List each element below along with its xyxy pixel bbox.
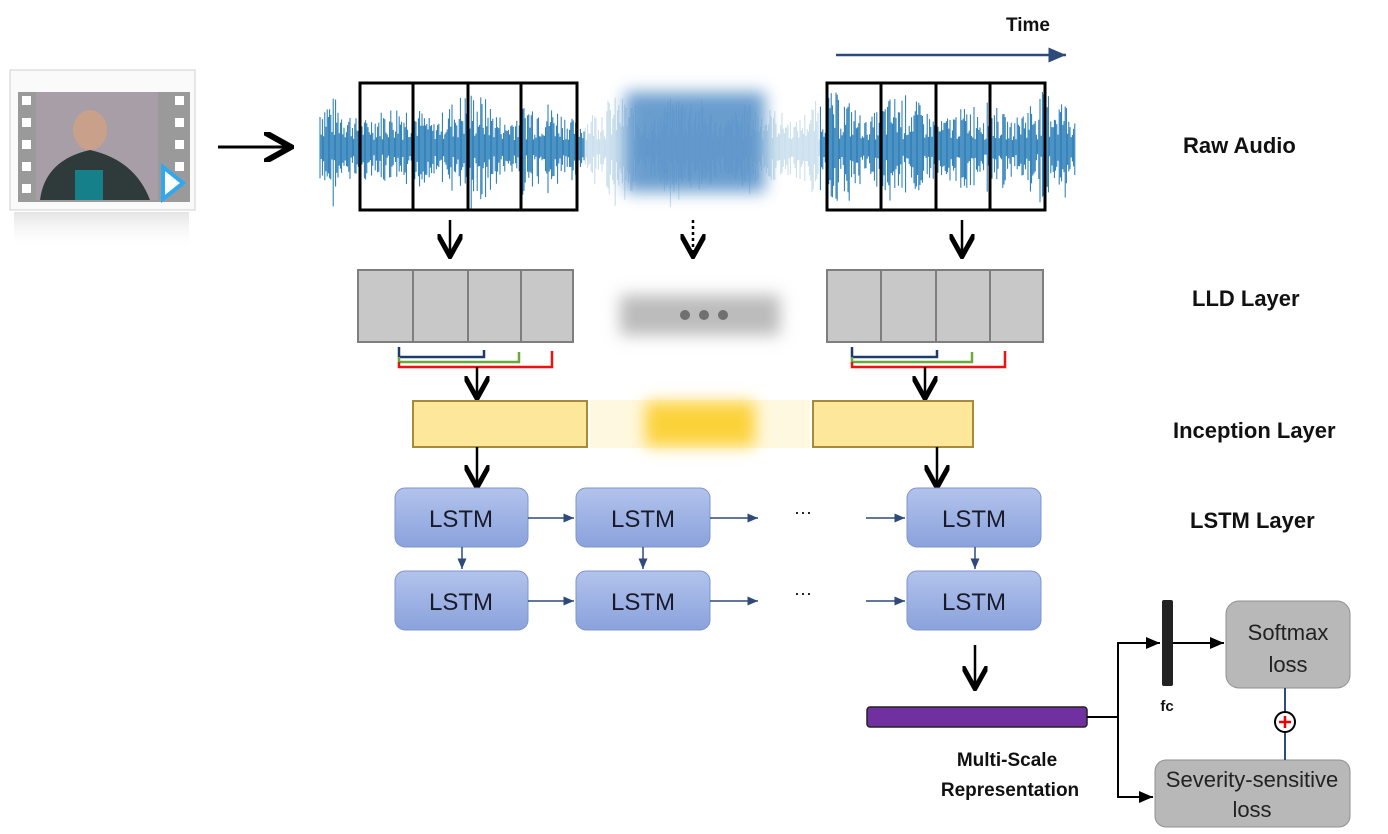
svg-text:loss: loss <box>1268 652 1307 677</box>
representation-label-line1: Multi-Scale <box>957 750 1057 771</box>
lstm-ellipsis: ··· <box>794 502 812 522</box>
fc-layer <box>1162 600 1173 686</box>
lstm-cell: LSTM <box>906 570 1042 631</box>
representation-label-line2: Representation <box>941 780 1079 801</box>
lstm-grid: LSTM LSTM LSTM LSTM LSTM LSTM ··· ··· <box>394 487 1042 631</box>
lstm-connections <box>457 513 980 606</box>
svg-text:LSTM: LSTM <box>942 506 1006 533</box>
lstm-cell: LSTM <box>394 487 529 548</box>
svg-text:loss: loss <box>1232 797 1271 822</box>
audio-window-left <box>358 81 579 212</box>
lld-block-right <box>826 269 1044 343</box>
raw-audio-label: Raw Audio <box>1183 133 1296 158</box>
play-icon <box>161 162 187 204</box>
inception-layer-label: Inception Layer <box>1173 418 1336 443</box>
svg-text:LSTM: LSTM <box>942 589 1006 616</box>
inception-block-left <box>412 400 588 448</box>
lstm-cell: LSTM <box>394 570 529 631</box>
blurred-audio-segment <box>625 92 765 192</box>
multi-scale-brackets-right <box>850 347 1007 369</box>
severity-sensitive-loss-box: Severity-sensitive loss <box>1154 759 1351 828</box>
audio-window-right <box>825 81 1047 212</box>
svg-text:Severity-sensitive: Severity-sensitive <box>1166 767 1338 792</box>
waveform-trace <box>319 91 1076 210</box>
svg-text:Softmax: Softmax <box>1248 620 1329 645</box>
svg-text:LSTM: LSTM <box>611 589 675 616</box>
lstm-cell: LSTM <box>575 487 711 548</box>
blurred-inception-segment <box>645 402 755 446</box>
lstm-cell: LSTM <box>906 487 1042 548</box>
svg-text:LSTM: LSTM <box>429 506 493 533</box>
softmax-loss-box: Softmax loss <box>1225 600 1351 689</box>
lstm-ellipsis: ··· <box>794 583 812 603</box>
multi-scale-brackets-left <box>397 347 554 369</box>
lld-layer-label: LLD Layer <box>1192 286 1300 311</box>
svg-text:LSTM: LSTM <box>429 589 493 616</box>
lstm-layer-label: LSTM Layer <box>1190 508 1315 533</box>
time-label: Time <box>1006 15 1050 36</box>
inception-block-right <box>812 400 974 448</box>
svg-text:LSTM: LSTM <box>611 506 675 533</box>
ellipsis-icon <box>680 310 728 320</box>
video-thumbnail <box>9 69 196 250</box>
multi-scale-representation-bar <box>866 706 1088 728</box>
lld-block-left <box>357 269 574 343</box>
branch-connectors <box>1087 637 1224 803</box>
lstm-cell: LSTM <box>575 570 711 631</box>
fc-label: fc <box>1160 698 1173 715</box>
plus-icon <box>1274 711 1296 733</box>
